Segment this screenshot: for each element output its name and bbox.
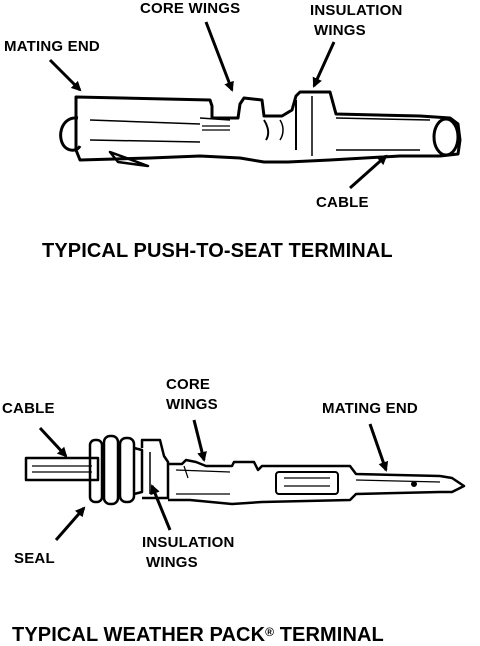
push-to-seat-terminal (59, 90, 462, 168)
push-to-seat-leader-arrows (48, 21, 388, 190)
core-wings-arrow-bottom (192, 419, 207, 462)
mating-end-arrow (48, 58, 82, 92)
label-insulation-wings-bottom-line1: INSULATION (142, 534, 235, 551)
weather-pack-leader-arrows (38, 419, 389, 541)
label-seal: SEAL (14, 550, 55, 567)
label-insulation-wings-bottom-line2: WINGS (146, 554, 198, 571)
weather-pack-terminal (24, 434, 466, 506)
cable-arrow-bottom (38, 426, 68, 458)
cable-arrow (349, 154, 388, 190)
registered-mark: ® (265, 625, 275, 639)
insulation-wings-arrow (312, 41, 336, 88)
label-core-wings-line2: WINGS (166, 396, 218, 413)
caption-push-to-seat: TYPICAL PUSH-TO-SEAT TERMINAL (42, 240, 393, 262)
mating-end-arrow-bottom (368, 423, 389, 472)
core-wings-arrow (204, 21, 234, 92)
caption-weather-pack-main: TYPICAL WEATHER PACK (12, 624, 266, 646)
label-cable: CABLE (316, 194, 369, 211)
label-mating-end-bottom: MATING END (322, 400, 418, 417)
label-insulation-wings-line2: WINGS (314, 22, 366, 39)
label-mating-end: MATING END (4, 38, 100, 55)
insulation-wings-arrow-bottom (150, 484, 172, 531)
seal-arrow (54, 506, 86, 541)
label-cable-bottom: CABLE (2, 400, 55, 417)
label-core-wings: CORE WINGS (140, 0, 241, 17)
label-insulation-wings-line1: INSULATION (310, 2, 403, 19)
caption-weather-pack: TYPICAL WEATHER PACK® TERMINAL (12, 624, 384, 646)
label-core-wings-line1: CORE (166, 376, 211, 393)
caption-weather-pack-tail: TERMINAL (274, 624, 384, 646)
